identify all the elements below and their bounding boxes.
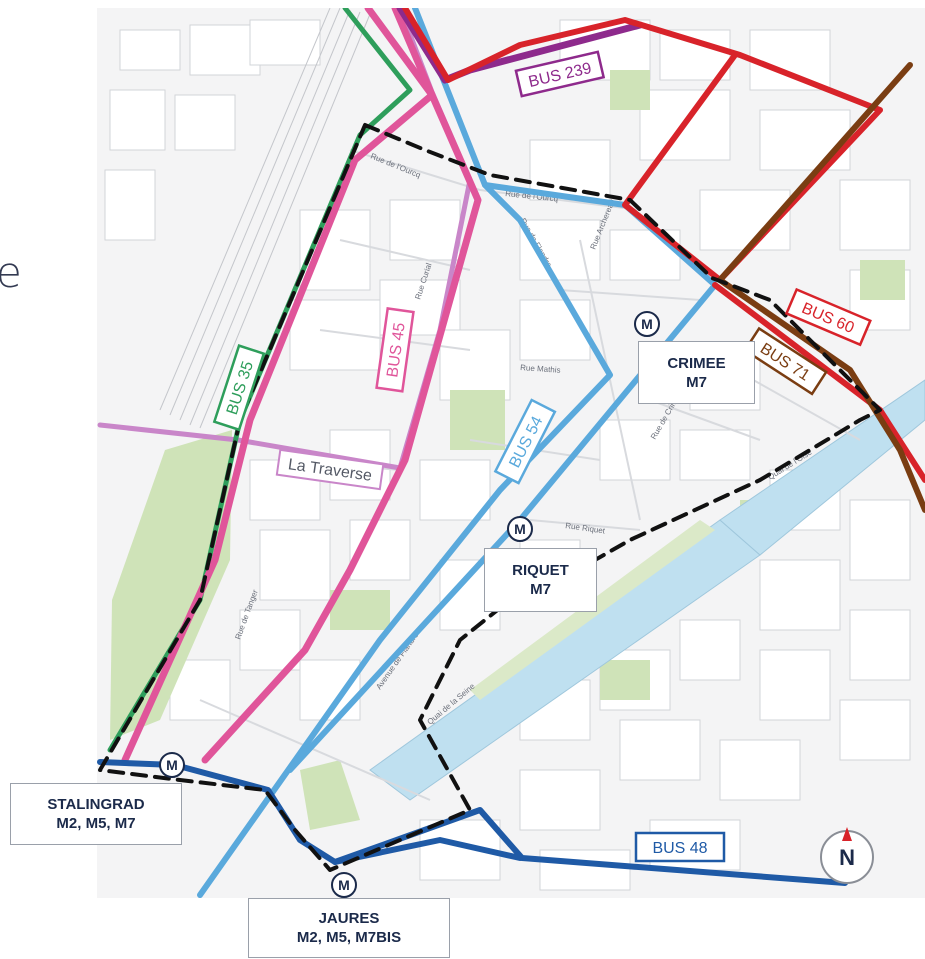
- svg-text:M: M: [166, 757, 178, 773]
- station-lines: M2, M5, M7: [56, 815, 136, 832]
- station-crimee[interactable]: CRIMEE M7: [638, 341, 755, 404]
- canal-de-l-ourcq: [719, 379, 925, 556]
- station-lines: M7: [530, 581, 551, 598]
- station-lines: M2, M5, M7BIS: [296, 929, 402, 946]
- metro-icon-jaures[interactable]: M: [331, 872, 357, 898]
- station-lines: M7: [686, 373, 707, 391]
- metro-icons: M M M M: [159, 311, 660, 898]
- label-bus-60[interactable]: BUS 60: [784, 287, 872, 347]
- svg-text:M: M: [641, 316, 653, 332]
- svg-text:M: M: [338, 877, 350, 893]
- edge-text: e: [0, 248, 22, 297]
- route-bus-45: [121, 8, 436, 764]
- metro-icon-stalingrad[interactable]: M: [159, 752, 185, 778]
- station-riquet[interactable]: RIQUET M7: [484, 548, 597, 612]
- label-bus-45[interactable]: BUS 45: [375, 307, 415, 393]
- label-bus-48[interactable]: BUS 48: [634, 831, 726, 863]
- street-rue-mathis: Rue Mathis: [520, 363, 561, 375]
- compass: N: [820, 827, 874, 884]
- station-name: CRIMEE: [667, 354, 726, 372]
- station-name: RIQUET: [512, 562, 569, 579]
- svg-text:M: M: [514, 521, 526, 537]
- station-stalingrad[interactable]: STALINGRAD M2, M5, M7: [10, 783, 182, 845]
- station-name: STALINGRAD: [47, 796, 145, 813]
- railway: [159, 8, 371, 429]
- route-bus-48: [97, 759, 848, 886]
- station-name: JAURES: [318, 910, 380, 927]
- station-jaures[interactable]: JAURES M2, M5, M7BIS: [248, 898, 450, 958]
- route-bus-60: [402, 8, 883, 283]
- base-map: Rue de l'Ourcq Rue de l'Ourcq Rue Curial…: [97, 8, 925, 898]
- svg-text:BUS 48: BUS 48: [652, 840, 707, 857]
- route-bus-71: [717, 62, 925, 513]
- compass-letter: N: [839, 845, 855, 870]
- parks: [110, 70, 905, 830]
- route-bus-45-east: [201, 8, 482, 764]
- metro-icon-crimee[interactable]: M: [634, 311, 660, 337]
- metro-icon-riquet[interactable]: M: [507, 516, 533, 542]
